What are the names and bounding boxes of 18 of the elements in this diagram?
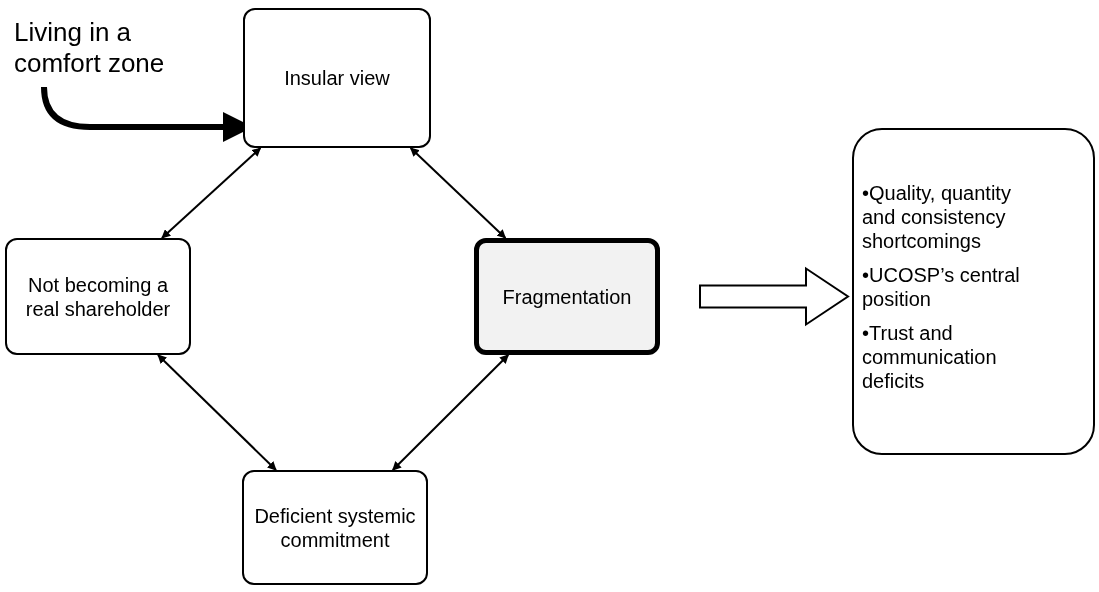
box-label: Insular view (284, 66, 390, 90)
box-label: Not becoming a real shareholder (24, 272, 172, 321)
double-arrow (409, 147, 507, 239)
double-arrow (391, 354, 510, 471)
hollow-block-arrow (699, 266, 850, 327)
box-label: Fragmentation (502, 284, 632, 309)
process-box (243, 8, 431, 148)
list-item: •Trust and communication deficits (862, 320, 998, 393)
process-box (242, 470, 428, 585)
rounded-box (852, 128, 1095, 455)
double-arrow (161, 147, 262, 239)
list-item: •UCOSP’s central position (862, 262, 1021, 311)
box-label: Deficient systemic commitment (253, 503, 417, 552)
process-box (5, 238, 191, 355)
annotation-text: Living in a comfort zone (14, 16, 166, 80)
double-arrow (157, 354, 277, 471)
list-item: •Quality, quantity and consistency shortcomings (862, 180, 1012, 253)
highlighted-box (474, 238, 660, 355)
